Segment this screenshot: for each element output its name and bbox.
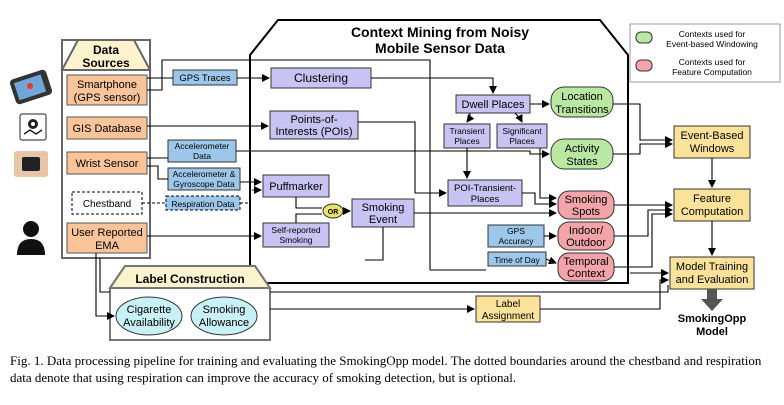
- transient-places-box: [443, 123, 491, 149]
- smartphone-label-line2: (GPS sensor): [74, 92, 141, 104]
- feature-line2: Computation: [681, 206, 743, 218]
- clustering-label: Clustering: [294, 71, 348, 85]
- location-transitions-box: [550, 86, 614, 118]
- accelerometer-label-line2: Data: [193, 151, 211, 161]
- activity-line2: States: [566, 156, 598, 168]
- time-of-day-label: Time of Day: [494, 255, 540, 265]
- smoking-event-line2: Event: [369, 214, 397, 226]
- location-line2: Transitions: [555, 104, 609, 116]
- poi-label-line1: Points-of-: [290, 114, 337, 126]
- wrist-sensor-label: Wrist Sensor: [76, 158, 139, 170]
- gps-accuracy-line1: GPS: [507, 226, 525, 236]
- allowance-line1: Smoking: [203, 304, 246, 316]
- dwell-places-label: Dwell Places: [462, 99, 525, 111]
- wrist-sensor-box: [66, 151, 148, 175]
- indoor-line2: Outdoor: [566, 237, 606, 249]
- legend-frame: [629, 23, 781, 83]
- data-sources-title-line1: Data: [93, 43, 119, 57]
- gis-map-icon: [19, 113, 47, 141]
- chestband-label: Chestband: [83, 199, 131, 210]
- significant-line2: Places: [509, 136, 535, 146]
- smoking-allowance-oval: [190, 296, 258, 336]
- self-reported-line2: Smoking: [279, 235, 312, 245]
- feature-computation-box: [673, 188, 751, 222]
- significant-places-box: [496, 123, 548, 149]
- training-line1: Model Training: [676, 261, 748, 273]
- poi-box: [269, 110, 359, 140]
- temporal-line1: Temporal: [563, 256, 608, 268]
- training-line2: and Evaluation: [676, 274, 749, 286]
- context-mining-title-line1: Context Mining from Noisy: [351, 24, 529, 40]
- ema-box: [66, 222, 148, 254]
- accel-gyro-label-line2: Gyroscope Data: [173, 179, 235, 189]
- activity-line1: Activity: [565, 143, 600, 155]
- accelerometer-label-line1: Accelerometer: [175, 141, 230, 151]
- smartphone-label-line1: Smartphone: [77, 79, 137, 91]
- cigarette-line1: Cigarette: [127, 304, 172, 316]
- figure-caption: Fig. 1. Data processing pipeline for tra…: [10, 353, 762, 385]
- allowance-line2: Allowance: [199, 317, 249, 329]
- wrist-sensor-icon: [14, 151, 48, 177]
- significant-line1: Significant: [502, 126, 542, 136]
- location-line1: Location: [561, 91, 603, 103]
- connectors: [95, 59, 716, 320]
- accel-gyro-label-line1: Accelerometer &: [173, 169, 236, 179]
- ema-label-line2: EMA: [95, 240, 120, 252]
- cigarette-line2: Availability: [123, 317, 175, 329]
- user-avatar-icon: [17, 221, 45, 255]
- label-construction-title: Label Construction: [135, 272, 244, 286]
- model-line2: Model: [696, 326, 728, 338]
- event-windows-line1: Event-Based: [681, 130, 744, 142]
- label-assignment-line1: Label: [496, 299, 520, 310]
- indoor-line1: Indoor/: [569, 225, 604, 237]
- poi-transient-line2: Places: [471, 194, 500, 205]
- gps-accuracy-line2: Accuracy: [499, 236, 535, 246]
- legend-green-line1: Contexts used for: [679, 29, 746, 39]
- puffmarker-label: Puffmarker: [269, 181, 323, 193]
- poi-transient-line1: POI-Transient-: [454, 183, 516, 194]
- smartphone-box: [66, 74, 148, 106]
- poi-label-line2: Interests (POIs): [275, 126, 352, 138]
- cigarette-availability-oval: [115, 296, 183, 336]
- event-based-windows-box: [673, 125, 751, 159]
- gis-database-label: GIS Database: [72, 123, 141, 135]
- legend-red-swatch: [635, 59, 653, 72]
- label-construction-roof: [108, 265, 272, 289]
- or-gate-label: OR: [328, 209, 339, 216]
- feature-line1: Feature: [693, 193, 731, 205]
- model-output-arrow: [701, 289, 723, 311]
- legend-green-swatch: [635, 31, 653, 44]
- context-mining-title-line2: Mobile Sensor Data: [375, 40, 505, 56]
- event-windows-line2: Windows: [690, 143, 735, 155]
- label-assignment-line2: Assignment: [482, 311, 534, 322]
- smoking-spots-line1: Smoking: [565, 194, 608, 206]
- legend-red-line2: Feature Computation: [672, 67, 752, 77]
- model-line1: SmokingOpp: [678, 313, 747, 325]
- self-reported-line1: Self-reported: [271, 225, 320, 235]
- self-reported-box: [262, 222, 330, 248]
- smoking-spots-line2: Spots: [572, 206, 601, 218]
- respiration-data-label: Respiration Data: [171, 199, 235, 209]
- smartphone-icon: [9, 69, 53, 105]
- data-sources-title-line2: Sources: [82, 56, 130, 70]
- transient-line2: Places: [454, 136, 480, 146]
- smoking-event-line1: Smoking: [362, 202, 405, 214]
- transient-line1: Transient: [449, 126, 485, 136]
- gps-traces-label: GPS Traces: [179, 73, 230, 84]
- legend-green-line2: Event-based Windowing: [666, 39, 758, 49]
- legend-red-line1: Contexts used for: [679, 57, 746, 67]
- data-sources-roof: [60, 39, 152, 71]
- gis-database-box: [66, 116, 148, 140]
- ema-label-line1: User Reported: [71, 227, 143, 239]
- poi-transient-box: [447, 179, 523, 207]
- temporal-line2: Context: [567, 268, 605, 280]
